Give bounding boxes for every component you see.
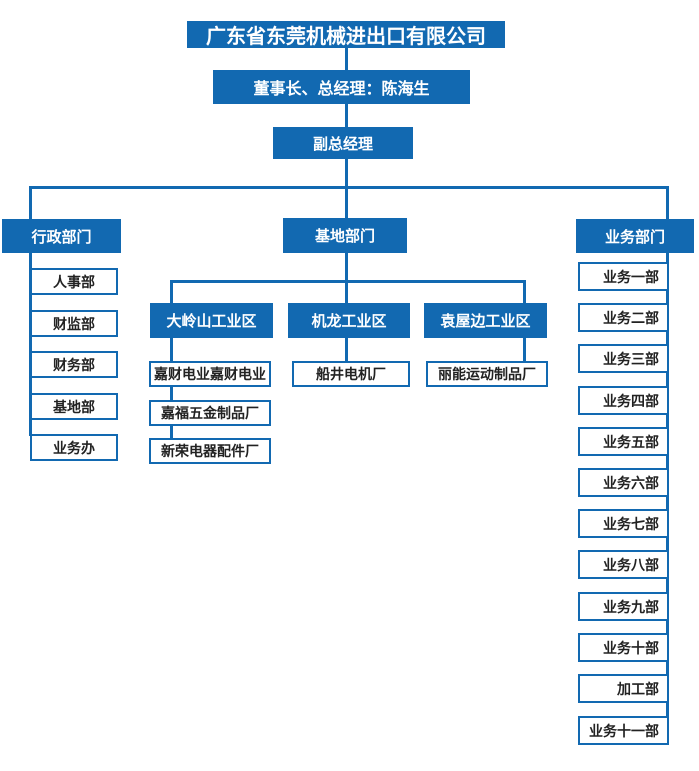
node-zone-child: 新荣电器配件厂	[149, 438, 271, 464]
node-zone-yuanwubian: 袁屋边工业区	[424, 303, 547, 338]
node-admin-child: 人事部	[30, 268, 118, 295]
node-company: 广东省东莞机械进出口有限公司	[187, 21, 505, 48]
node-business-child: 业务六部	[578, 468, 669, 497]
node-business-dept: 业务部门	[576, 219, 694, 253]
connector-company-chairman	[345, 47, 348, 71]
node-business-child: 业务七部	[578, 509, 669, 538]
node-business-child: 业务二部	[578, 303, 669, 332]
node-admin-child: 财监部	[30, 310, 118, 337]
node-admin-child: 业务办	[30, 434, 118, 461]
connector-drop-dalingshan	[170, 280, 173, 305]
connector-drop-yuanwubian	[523, 280, 526, 306]
connector-yuanwubian-child	[523, 337, 526, 363]
connector-base-zones	[345, 251, 348, 283]
connector-departments-hline	[29, 186, 669, 189]
node-base-dept: 基地部门	[283, 218, 407, 253]
node-admin-dept: 行政部门	[2, 219, 121, 253]
node-business-child: 业务八部	[578, 550, 669, 579]
node-business-child: 业务九部	[578, 592, 669, 621]
connector-jilong-child	[345, 337, 348, 363]
connector-admin-spine	[29, 252, 32, 436]
node-business-child: 业务一部	[578, 262, 669, 291]
node-business-child: 加工部	[578, 674, 669, 703]
node-zone-child: 嘉福五金制品厂	[149, 400, 271, 426]
connector-drop-jilong	[345, 280, 348, 305]
node-business-child: 业务四部	[578, 386, 669, 415]
connector-drop-admin	[29, 186, 32, 220]
node-chairman: 董事长、总经理：陈海生	[213, 70, 470, 104]
connector-drop-business	[666, 186, 669, 220]
node-admin-child: 基地部	[30, 393, 118, 420]
node-zone-child: 船井电机厂	[292, 361, 410, 387]
node-zone-child: 丽能运动制品厂	[426, 361, 548, 387]
node-zone-dalingshan: 大岭山工业区	[150, 303, 273, 338]
node-admin-child: 财务部	[30, 351, 118, 378]
node-business-child: 业务五部	[578, 427, 669, 456]
connector-zones-hline	[170, 280, 526, 283]
connector-dalingshan-spine	[170, 337, 173, 440]
node-business-child: 业务三部	[578, 344, 669, 373]
node-business-child: 业务十一部	[578, 716, 669, 745]
node-business-child: 业务十部	[578, 633, 669, 662]
node-deputy-gm: 副总经理	[273, 127, 413, 159]
node-zone-child: 嘉财电业嘉财电业	[149, 361, 271, 387]
connector-chairman-deputy	[345, 103, 348, 128]
node-zone-jilong: 机龙工业区	[288, 303, 410, 338]
